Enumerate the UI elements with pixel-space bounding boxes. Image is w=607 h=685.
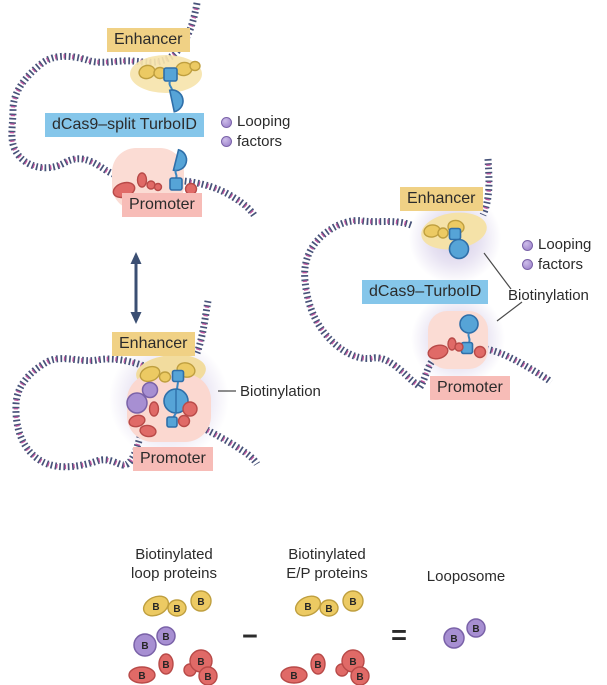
- legend-text: Looping: [237, 113, 291, 130]
- looping-factor-dot-icon: [522, 259, 533, 271]
- enhancer-label-split: Enhancer: [107, 28, 190, 52]
- svg-text:B: B: [356, 672, 363, 683]
- looposome-group: B B: [443, 618, 486, 649]
- svg-text:B: B: [290, 671, 297, 682]
- equals-operator: =: [391, 620, 407, 650]
- svg-text:B: B: [141, 641, 148, 652]
- promoter-complex-split: [112, 148, 198, 199]
- svg-text:B: B: [450, 634, 457, 645]
- svg-text:B: B: [152, 602, 159, 613]
- svg-text:B: B: [197, 657, 204, 668]
- legend-text: Looping: [538, 236, 592, 253]
- looping-factor-dot-icon: [522, 239, 533, 251]
- label-line: loop proteins: [131, 564, 217, 582]
- biotinylation-label-looped: Biotinylation: [240, 383, 321, 400]
- minus-operator: −: [242, 621, 258, 651]
- svg-text:B: B: [162, 660, 169, 671]
- svg-text:B: B: [173, 604, 180, 615]
- label-line: Biotinylated: [135, 546, 213, 563]
- dcas9-square-enhancer-fusion: [448, 227, 462, 241]
- dcas9-square-enhancer-looped: [171, 369, 185, 383]
- svg-text:B: B: [314, 660, 321, 671]
- label-line: E/P proteins: [286, 564, 368, 582]
- turboid-enhancer-fusion: [448, 238, 470, 260]
- dcas9-square-enhancer-split: [163, 67, 178, 82]
- looping-factor: [141, 381, 159, 399]
- looposome-label: Looposome: [426, 568, 506, 585]
- promoter-region-blob-fusion: [428, 311, 488, 369]
- svg-text:B: B: [349, 597, 356, 608]
- looped-complex: [126, 362, 198, 438]
- svg-text:B: B: [472, 624, 479, 635]
- enhancer-complex-split: [138, 60, 201, 113]
- promoter-label-looped: Promoter: [133, 447, 213, 471]
- looping-factors-legend-fusion: Looping factors: [522, 236, 592, 276]
- legend-text: factors: [237, 132, 283, 150]
- svg-text:B: B: [204, 672, 211, 683]
- looping-factor-dot-icon: [221, 116, 232, 128]
- promoter-label-split: Promoter: [122, 193, 202, 217]
- biotinylation-label-fusion: Biotinylation: [508, 287, 589, 304]
- svg-text:B: B: [162, 632, 169, 643]
- dcas9-turboid-label: dCas9–TurboID: [362, 280, 489, 304]
- turboid-promoter-fusion: [459, 314, 479, 334]
- biotinylated-ep-proteins-label: Biotinylated E/P proteins: [267, 546, 387, 584]
- looping-factor: [126, 392, 148, 414]
- dcas9-square-promoter-looped: [166, 416, 178, 428]
- svg-text:B: B: [138, 671, 145, 682]
- looping-factors-legend-split: Looping factors: [221, 113, 291, 153]
- enhancer-complex-fusion: [423, 219, 470, 260]
- dcas9-split-turboid-label: dCas9–split TurboID: [45, 113, 204, 137]
- enhancer-label-fusion: Enhancer: [400, 187, 483, 211]
- ep-proteins-group: B B B B B B B: [280, 590, 370, 685]
- enhancer-label-looped: Enhancer: [112, 332, 195, 356]
- svg-text:B: B: [197, 597, 204, 608]
- svg-text:B: B: [349, 657, 356, 668]
- promoter-label-fusion: Promoter: [430, 376, 510, 400]
- svg-text:B: B: [304, 602, 311, 613]
- dcas9-square-promoter-split: [169, 177, 183, 191]
- biotinylated-loop-proteins-label: Biotinylated loop proteins: [114, 546, 234, 584]
- svg-text:B: B: [325, 604, 332, 615]
- equilibrium-arrow: [130, 252, 142, 324]
- loop-proteins-group: B B B B B B B B B: [128, 590, 218, 685]
- looping-factor-dot-icon: [221, 136, 232, 148]
- split-turboid-half-enhancer: [168, 89, 184, 113]
- label-line: Biotinylated: [288, 546, 366, 563]
- legend-text: factors: [538, 255, 584, 273]
- biotinylation-pointer-fusion: [483, 252, 523, 322]
- promoter-complex-fusion: [427, 314, 487, 360]
- split-turboid-half-promoter: [172, 148, 188, 172]
